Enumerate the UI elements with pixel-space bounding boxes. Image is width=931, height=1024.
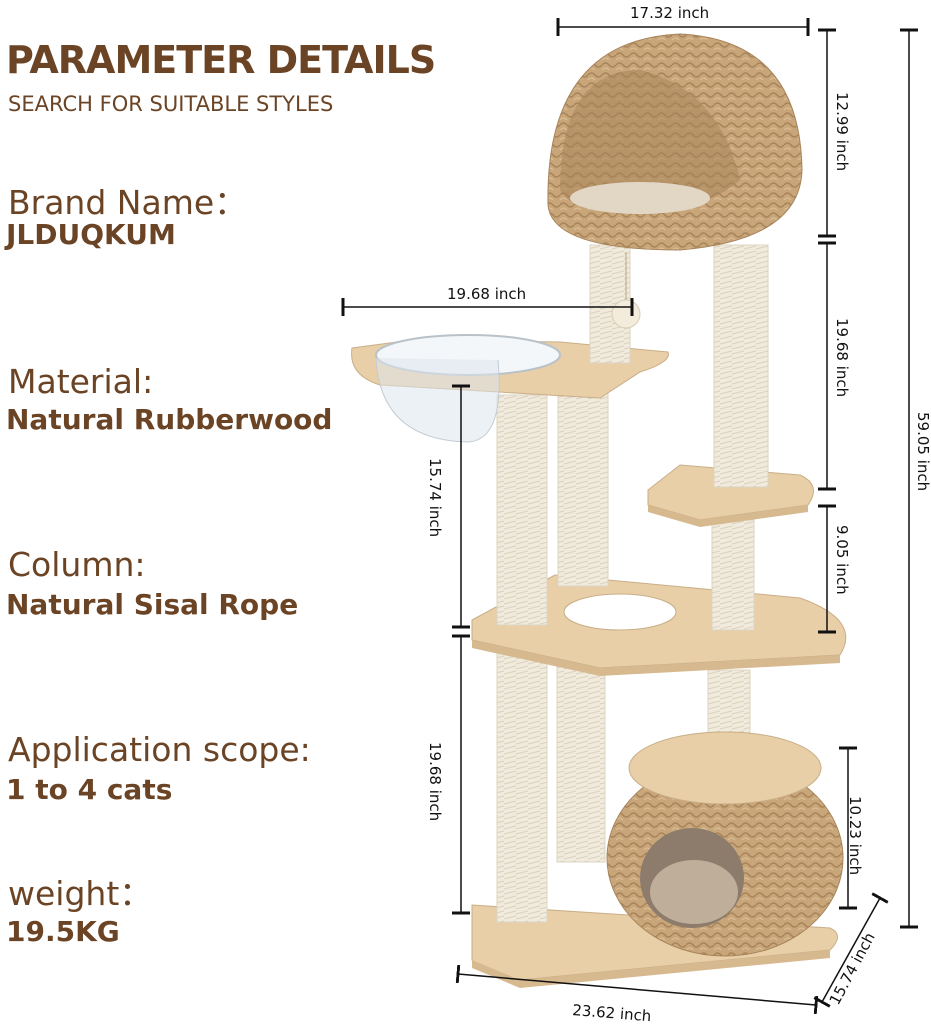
param-value-column: Natural Sisal Rope [6,588,299,621]
dim-bowl-shelf-width: 19.68 inch [447,285,526,303]
dimension-lines [341,18,918,1015]
param-value-application: 1 to 4 cats [6,773,173,806]
clear-bowl [375,357,500,443]
param-label-material: Material: [8,362,154,401]
param-value-weight: 19.5KG [6,915,120,948]
param-label-brand: Brand Name： [8,183,248,222]
page-subtitle: SEARCH FOR SUITABLE STYLES [8,92,334,116]
upper-left-post [496,394,548,626]
dim-base-width: 23.62 inch [572,1001,652,1024]
param-label-weight: weight： [8,874,153,913]
lower-left-post [496,639,548,923]
small-shelf [647,464,814,527]
param-label-column: Column: [8,545,146,584]
tall-right-post [713,244,769,488]
dim-top-width: 17.32 inch [630,4,709,22]
dim-total-height: 59.05 inch [914,412,931,491]
dim-basket-height: 12.99 inch [833,92,851,171]
upper-middle-post [557,389,609,587]
small-shelf-post [711,519,755,631]
dim-condo-height: 10.23 inch [846,796,864,875]
param-value-material: Natural Rubberwood [6,403,333,436]
param-label-application: Application scope: [8,730,311,769]
pompom-toy [611,299,641,329]
dim-upper-post-height: 19.68 inch [833,318,851,397]
dim-left-post-height: 15.74 inch [426,458,444,537]
page-title: PARAMETER DETAILS [6,38,436,82]
lower-middle-post [556,639,606,863]
top-wicker-basket [547,33,803,251]
wicker-condo [606,731,844,957]
param-value-brand: JLDUQKUM [6,218,176,251]
dim-small-shelf-gap: 9.05 inch [833,525,851,595]
dim-lower-post-height: 19.68 inch [426,742,444,821]
